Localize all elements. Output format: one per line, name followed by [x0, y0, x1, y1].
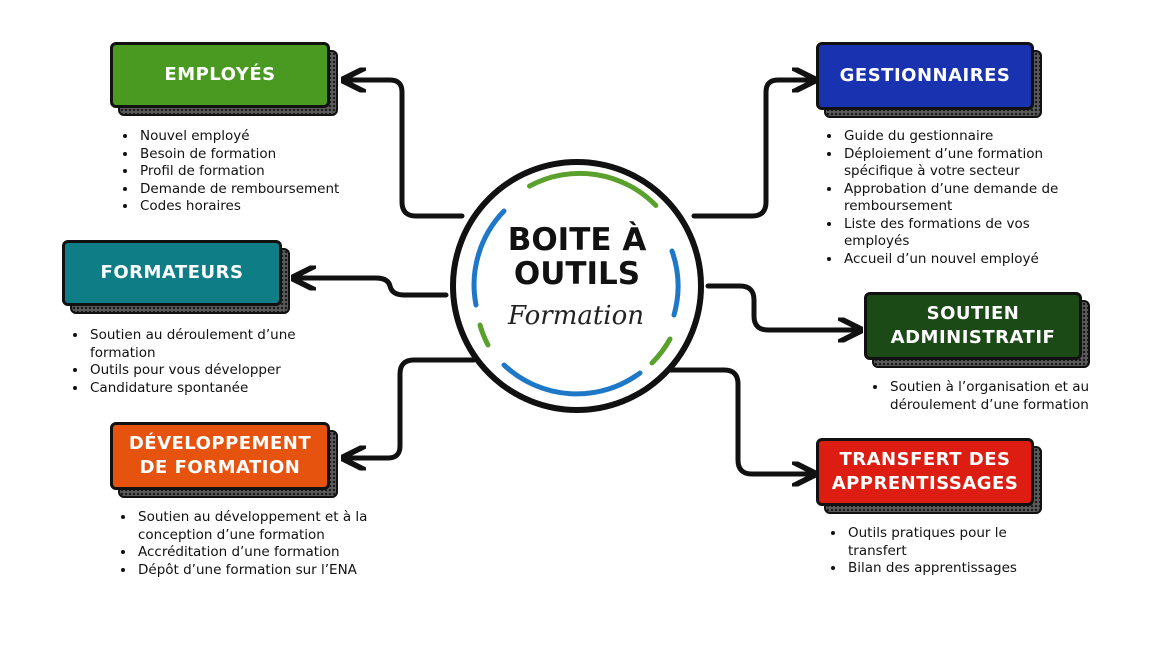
- list-item[interactable]: Dépôt d’une formation sur l’ENA: [136, 562, 376, 580]
- list-item[interactable]: Outils pratiques pour le transfert: [846, 525, 1066, 560]
- connector-employes: [346, 80, 465, 219]
- center-title-line2: OUTILS: [513, 256, 641, 292]
- node-formateurs[interactable]: FORMATEURS: [62, 240, 290, 314]
- connector-developpement: [346, 357, 477, 458]
- center-ring: [450, 159, 704, 413]
- node-gestionnaires-label: GESTIONNAIRES: [839, 65, 1011, 86]
- node-employes[interactable]: EMPLOYÉS: [110, 42, 338, 116]
- list-item[interactable]: Besoin de formation: [138, 146, 398, 164]
- list-item[interactable]: Accréditation d’une formation: [136, 544, 376, 562]
- list-item[interactable]: Outils pour vous développer: [88, 362, 338, 380]
- node-formateurs-label: FORMATEURS: [100, 262, 244, 283]
- node-soutien-box[interactable]: SOUTIEN ADMINISTRATIF: [864, 292, 1082, 360]
- node-soutien-label: SOUTIEN ADMINISTRATIF: [890, 303, 1056, 348]
- center-hub: BOITE À OUTILS Formation: [446, 155, 708, 417]
- list-item[interactable]: Soutien au déroulement d’une formation: [88, 327, 338, 362]
- node-transfert-box[interactable]: TRANSFERT DES APPRENTISSAGES: [816, 438, 1034, 506]
- node-transfert-label: TRANSFERT DES APPRENTISSAGES: [831, 449, 1019, 494]
- ring-arc-green-left: [477, 322, 491, 348]
- list-item[interactable]: Déploiement d’une formation spécifique à…: [842, 146, 1092, 181]
- list-item[interactable]: Nouvel employé: [138, 128, 398, 146]
- list-item[interactable]: Accueil d’un nouvel employé: [842, 251, 1092, 269]
- node-gestionnaires-box[interactable]: GESTIONNAIRES: [816, 42, 1034, 110]
- list-soutien: Soutien à l’organisation et au dérouleme…: [870, 379, 1118, 414]
- list-item[interactable]: Liste des formations de vos employés: [842, 216, 1092, 251]
- list-employes: Nouvel employé Besoin de formation Profi…: [120, 128, 398, 216]
- list-gestionnaires: Guide du gestionnaire Déploiement d’une …: [824, 128, 1092, 268]
- ring-arc-green-right: [649, 336, 673, 366]
- list-item[interactable]: Profil de formation: [138, 163, 398, 181]
- ring-arc-green-top: [527, 170, 659, 208]
- node-gestionnaires[interactable]: GESTIONNAIRES: [816, 42, 1042, 118]
- center-title-line1: BOITE À: [507, 222, 647, 258]
- connector-soutien: [705, 283, 858, 330]
- list-item[interactable]: Bilan des apprentissages: [846, 560, 1066, 578]
- node-developpement-label: DÉVELOPPEMENT DE FORMATION: [128, 433, 312, 478]
- list-transfert: Outils pratiques pour le transfert Bilan…: [828, 525, 1066, 578]
- list-item[interactable]: Soutien au développement et à la concept…: [136, 509, 376, 544]
- connector-gestionnaires: [691, 80, 812, 219]
- list-formateurs: Soutien au déroulement d’une formation O…: [70, 327, 338, 397]
- list-item[interactable]: Codes horaires: [138, 198, 398, 216]
- ring-arc-blue-right: [669, 248, 681, 318]
- node-employes-label: EMPLOYÉS: [164, 64, 276, 85]
- node-formateurs-box[interactable]: FORMATEURS: [62, 240, 282, 306]
- connector-transfert: [665, 367, 812, 474]
- list-item[interactable]: Guide du gestionnaire: [842, 128, 1092, 146]
- center-subtitle: Formation: [508, 301, 645, 331]
- list-item[interactable]: Candidature spontanée: [88, 380, 338, 398]
- list-item[interactable]: Soutien à l’organisation et au dérouleme…: [888, 379, 1118, 414]
- list-item[interactable]: Demande de remboursement: [138, 181, 398, 199]
- node-developpement-box[interactable]: DÉVELOPPEMENT DE FORMATION: [110, 422, 330, 490]
- connector-formateurs: [296, 278, 449, 298]
- list-developpement: Soutien au développement et à la concept…: [118, 509, 376, 579]
- ring-arc-blue-bottom: [501, 362, 643, 397]
- node-developpement[interactable]: DÉVELOPPEMENT DE FORMATION: [110, 422, 338, 498]
- node-transfert[interactable]: TRANSFERT DES APPRENTISSAGES: [816, 438, 1042, 514]
- ring-arc-blue-left: [471, 208, 507, 308]
- list-item[interactable]: Approbation d’une demande de rembourseme…: [842, 181, 1092, 216]
- node-soutien[interactable]: SOUTIEN ADMINISTRATIF: [864, 292, 1090, 368]
- node-employes-box[interactable]: EMPLOYÉS: [110, 42, 330, 108]
